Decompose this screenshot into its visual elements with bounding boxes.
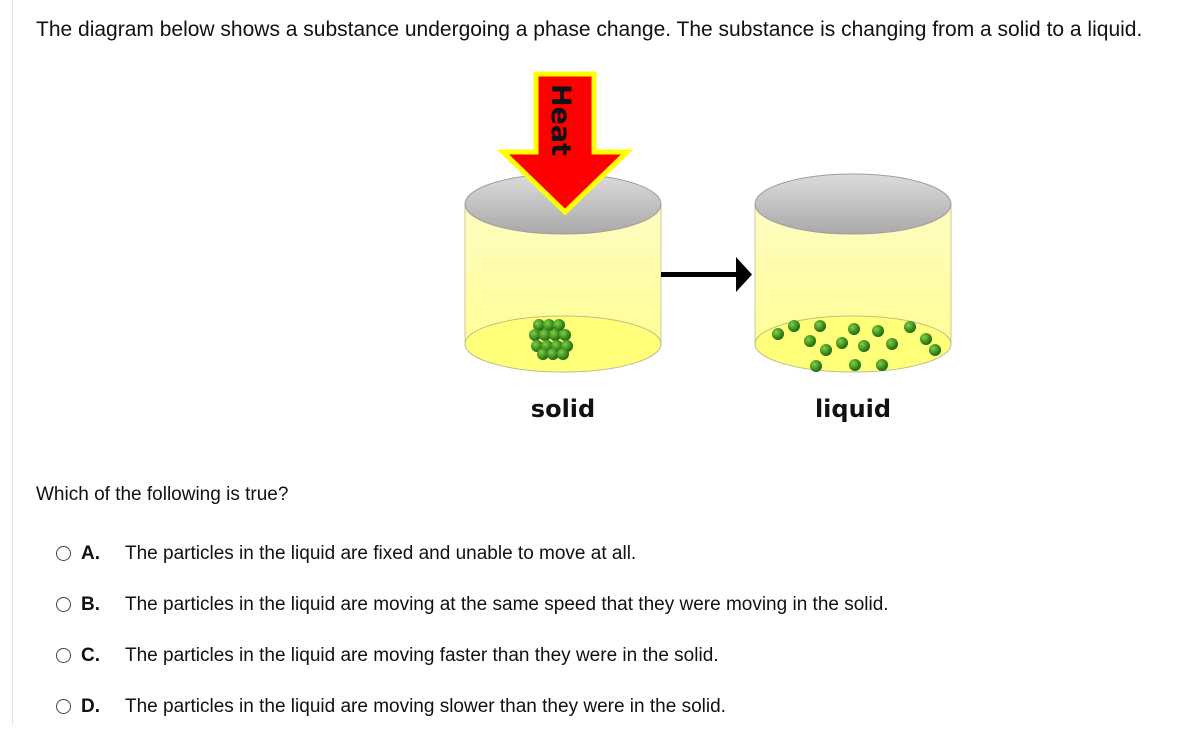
choice-text: The particles in the liquid are moving f… <box>125 644 719 666</box>
radio-button[interactable] <box>56 546 71 561</box>
radio-button[interactable] <box>56 699 71 714</box>
choice-c[interactable]: C. The particles in the liquid are movin… <box>56 630 889 681</box>
choice-letter: D. <box>81 695 100 717</box>
radio-button[interactable] <box>56 597 71 612</box>
phase-change-diagram: Heat <box>440 60 980 440</box>
heat-arrow: Heat <box>496 71 634 216</box>
choice-text: The particles in the liquid are fixed an… <box>125 542 637 564</box>
choice-letter: C. <box>81 644 100 666</box>
liquid-particles <box>772 320 941 372</box>
radio-button[interactable] <box>56 648 71 663</box>
choice-letter: A. <box>81 542 100 564</box>
solid-container <box>464 173 662 373</box>
choice-a[interactable]: A. The particles in the liquid are fixed… <box>56 528 889 579</box>
heat-label: Heat <box>545 84 576 156</box>
transition-arrow <box>661 257 752 292</box>
left-edge-divider <box>12 0 13 725</box>
liquid-label: liquid <box>815 395 891 423</box>
choice-text: The particles in the liquid are moving a… <box>125 593 889 615</box>
question-intro: The diagram below shows a substance unde… <box>36 18 1143 41</box>
solid-label: solid <box>531 395 595 423</box>
question-prompt: Which of the following is true? <box>36 484 289 505</box>
choice-text: The particles in the liquid are moving s… <box>125 695 726 717</box>
choice-b[interactable]: B. The particles in the liquid are movin… <box>56 579 889 630</box>
answer-choices: A. The particles in the liquid are fixed… <box>56 528 889 732</box>
choice-letter: B. <box>81 593 100 615</box>
choice-d[interactable]: D. The particles in the liquid are movin… <box>56 681 889 732</box>
liquid-container <box>754 173 952 373</box>
solid-particles <box>529 319 573 360</box>
diagram-svg: Heat <box>464 71 952 423</box>
